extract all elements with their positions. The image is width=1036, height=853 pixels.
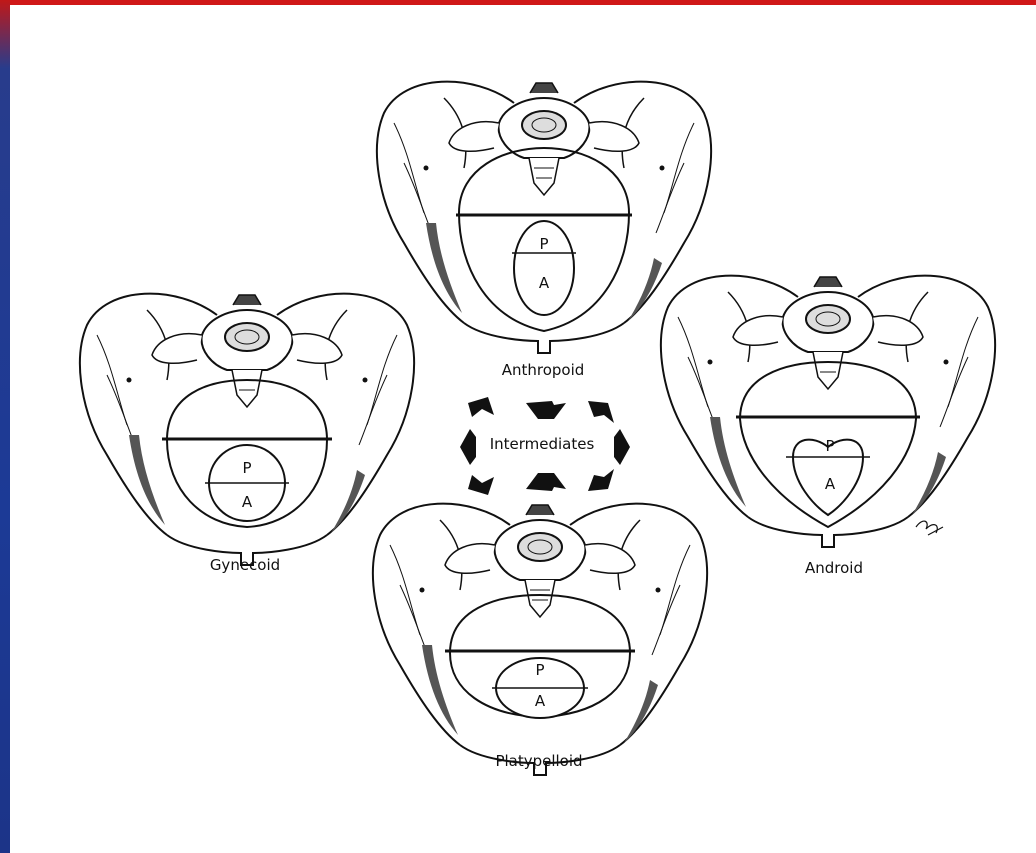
diagram-canvas: P A Anthropoid P A Gynecoid: [10, 5, 1036, 853]
pelvis-diagram: P A Anthropoid P A Gynecoid: [10, 5, 1036, 853]
gynecoid-label: Gynecoid: [210, 556, 280, 574]
arrow-icon: [468, 475, 494, 495]
arrow-icon: [526, 473, 566, 491]
frame-border-left: [0, 0, 10, 853]
arrow-icon: [468, 397, 494, 417]
android-anterior-label: A: [825, 475, 836, 493]
pelvis-anthropoid: [377, 82, 711, 353]
android-label: Android: [805, 559, 863, 577]
anthropoid-posterior-label: P: [539, 235, 548, 253]
arrow-icon: [588, 469, 614, 491]
pelvis-gynecoid: [80, 294, 414, 565]
arrow-icon: [460, 429, 476, 465]
pelvis-platypelloid: [373, 504, 707, 775]
arrow-icon: [526, 401, 566, 419]
platypelloid-posterior-label: P: [535, 661, 544, 679]
pelvis-android: [661, 276, 995, 547]
anthropoid-label: Anthropoid: [502, 361, 585, 379]
intermediates-label: Intermediates: [490, 435, 595, 453]
anthropoid-anterior-label: A: [539, 274, 550, 292]
arrow-icon: [588, 401, 614, 423]
gynecoid-anterior-label: A: [242, 493, 253, 511]
android-posterior-label: P: [825, 437, 834, 455]
platypelloid-label: Platypelloid: [495, 752, 582, 770]
gynecoid-posterior-label: P: [242, 459, 251, 477]
platypelloid-anterior-label: A: [535, 692, 546, 710]
arrow-icon: [614, 429, 630, 465]
